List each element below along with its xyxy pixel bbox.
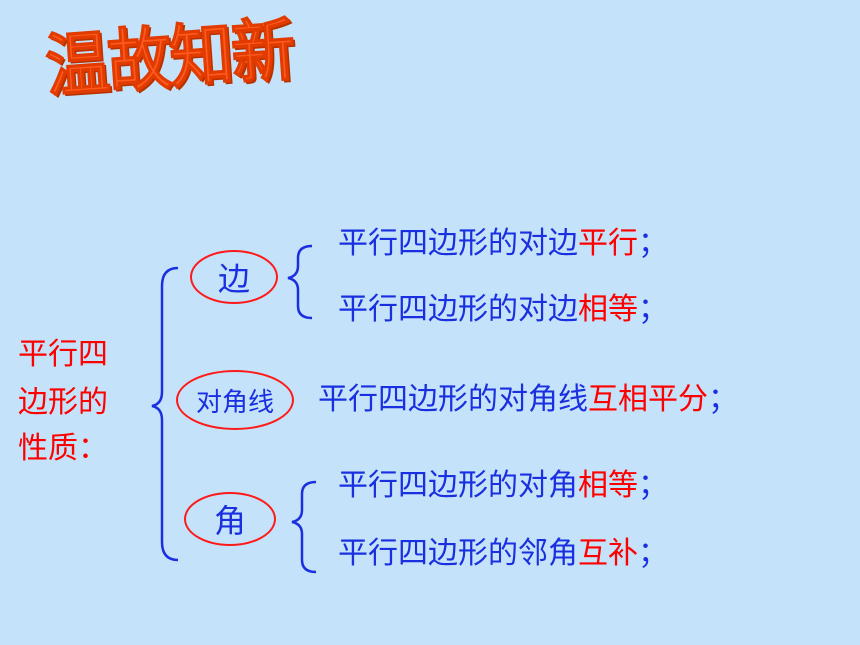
- statement-angle-supplementary: 平行四边形的邻角互补；: [338, 536, 668, 572]
- statement-highlight: 互相平分: [588, 382, 708, 417]
- statement-prefix: 平行四边形的对边: [338, 226, 578, 261]
- statement-prefix: 平行四边形的邻角: [338, 536, 578, 571]
- statement-prefix: 平行四边形的对角: [338, 468, 578, 503]
- root-label-line2: 边形的: [18, 385, 108, 420]
- category-edge-label: 边: [217, 260, 250, 298]
- statement-highlight: 互补: [578, 536, 638, 571]
- statement-angle-equal: 平行四边形的对角相等；: [338, 468, 668, 504]
- angle-brace: [291, 480, 317, 574]
- statement-edge-equal: 平行四边形的对边相等；: [338, 292, 668, 328]
- root-label-line1: 平行四: [18, 337, 108, 372]
- statement-suffix: ；: [638, 536, 668, 571]
- statement-suffix: ；: [638, 226, 668, 261]
- category-angle: 角: [184, 492, 276, 546]
- category-angle-label: 角: [213, 502, 246, 540]
- category-diagonal: 对角线: [176, 370, 294, 430]
- statement-suffix: ；: [708, 382, 738, 417]
- statement-highlight: 相等: [578, 292, 638, 327]
- statement-highlight: 相等: [578, 468, 638, 503]
- statement-suffix: ；: [638, 468, 668, 503]
- statement-diagonal-bisect: 平行四边形的对角线互相平分；: [318, 382, 738, 418]
- main-brace: [151, 266, 179, 562]
- category-edge: 边: [190, 250, 278, 304]
- statement-prefix: 平行四边形的对边: [338, 292, 578, 327]
- root-label-line3: 性质：: [18, 431, 108, 466]
- category-diagonal-label: 对角线: [195, 387, 274, 418]
- statement-suffix: ；: [638, 292, 668, 327]
- edge-brace: [287, 244, 313, 320]
- statement-edge-parallel: 平行四边形的对边平行；: [338, 226, 668, 262]
- statement-highlight: 平行: [578, 226, 638, 261]
- statement-prefix: 平行四边形的对角线: [318, 382, 588, 417]
